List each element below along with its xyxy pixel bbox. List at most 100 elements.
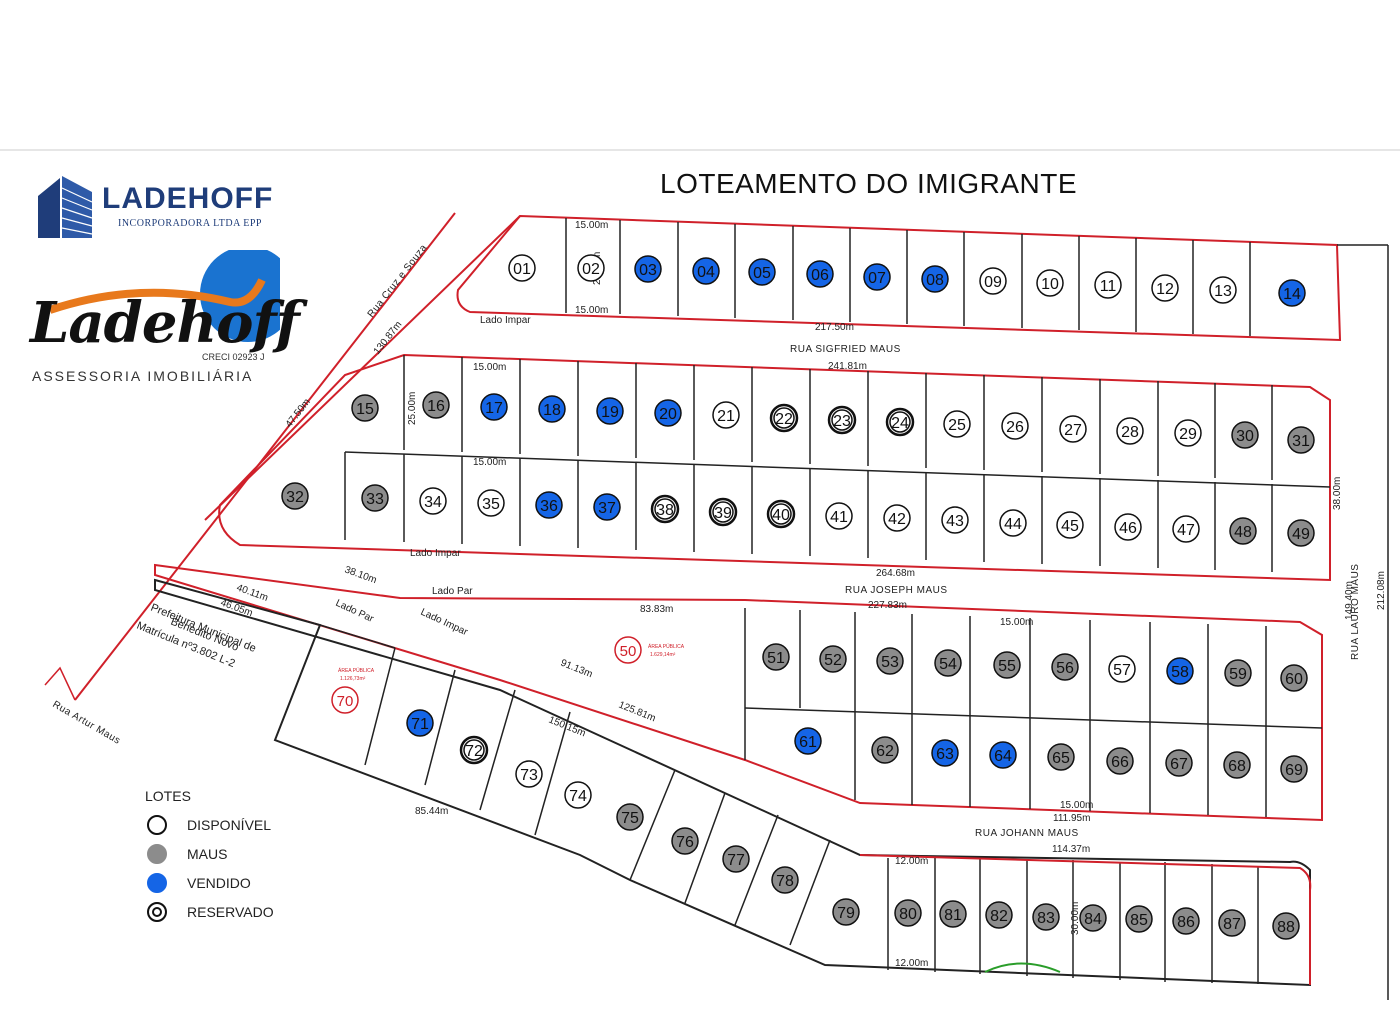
lot-49[interactable]: 49 [1287,519,1315,547]
lot-36[interactable]: 36 [535,491,563,519]
lot-73[interactable]: 73 [515,760,543,788]
lot-82[interactable]: 82 [985,901,1013,929]
svg-text:1.629,14m²: 1.629,14m² [650,652,676,658]
lot-46[interactable]: 46 [1114,513,1142,541]
lot-10[interactable]: 10 [1036,269,1064,297]
lot-76[interactable]: 76 [671,827,699,855]
lot-number: 19 [601,404,619,421]
lot-22[interactable]: 22 [769,403,799,433]
lot-55[interactable]: 55 [993,651,1021,679]
lot-number: 28 [1121,424,1139,441]
lot-35[interactable]: 35 [477,489,505,517]
lot-number: 58 [1171,664,1189,681]
lot-33[interactable]: 33 [361,484,389,512]
lot-88[interactable]: 88 [1272,912,1300,940]
lot-15[interactable]: 15 [351,394,379,422]
block-3 [154,563,1323,822]
lot-64[interactable]: 64 [989,741,1017,769]
lot-67[interactable]: 67 [1165,749,1193,777]
lot-08[interactable]: 08 [921,265,949,293]
lot-56[interactable]: 56 [1051,653,1079,681]
lot-03[interactable]: 03 [634,255,662,283]
lot-01[interactable]: 01 [508,254,536,282]
svg-text:30.00m: 30.00m [1070,902,1081,935]
lot-66[interactable]: 66 [1106,747,1134,775]
lot-24[interactable]: 24 [885,407,915,437]
lot-27[interactable]: 27 [1059,415,1087,443]
lot-48[interactable]: 48 [1229,517,1257,545]
lot-12[interactable]: 12 [1151,274,1179,302]
lot-26[interactable]: 26 [1001,412,1029,440]
lot-number: 05 [753,265,771,282]
lot-47[interactable]: 47 [1172,515,1200,543]
lot-59[interactable]: 59 [1224,659,1252,687]
lot-61[interactable]: 61 [794,727,822,755]
lot-68[interactable]: 68 [1223,751,1251,779]
lot-09[interactable]: 09 [979,267,1007,295]
lot-17[interactable]: 17 [480,393,508,421]
lot-13[interactable]: 13 [1209,276,1237,304]
lot-51[interactable]: 51 [762,643,790,671]
lot-05[interactable]: 05 [748,258,776,286]
lot-77[interactable]: 77 [722,845,750,873]
lot-07[interactable]: 07 [863,263,891,291]
lot-40[interactable]: 40 [766,499,796,529]
lot-38[interactable]: 38 [650,494,680,524]
lot-86[interactable]: 86 [1172,907,1200,935]
lot-28[interactable]: 28 [1116,417,1144,445]
lot-41[interactable]: 41 [825,502,853,530]
dim-diag3: 150.15m [547,715,587,740]
road-cruz-e-souza [74,212,521,701]
lot-06[interactable]: 06 [806,260,834,288]
lot-62[interactable]: 62 [871,736,899,764]
lot-58[interactable]: 58 [1166,657,1194,685]
lot-63[interactable]: 63 [931,739,959,767]
lot-21[interactable]: 21 [712,401,740,429]
lot-81[interactable]: 81 [939,900,967,928]
lot-78[interactable]: 78 [771,866,799,894]
lot-37[interactable]: 37 [593,493,621,521]
lot-31[interactable]: 31 [1287,426,1315,454]
lot-52[interactable]: 52 [819,645,847,673]
lot-54[interactable]: 54 [934,649,962,677]
lot-number: 74 [569,788,587,805]
lot-34[interactable]: 34 [419,487,447,515]
lot-25[interactable]: 25 [943,410,971,438]
lot-39[interactable]: 39 [708,497,738,527]
lot-69[interactable]: 69 [1280,755,1308,783]
lot-65[interactable]: 65 [1047,743,1075,771]
lot-71[interactable]: 71 [406,709,434,737]
lot-16[interactable]: 16 [422,391,450,419]
lot-23[interactable]: 23 [827,405,857,435]
lot-80[interactable]: 80 [894,899,922,927]
lot-87[interactable]: 87 [1218,909,1246,937]
lot-02[interactable]: 02 [577,254,605,282]
lot-53[interactable]: 53 [876,647,904,675]
side-label-impar: Lado Impar [480,315,531,326]
lot-84[interactable]: 84 [1079,904,1107,932]
dim-row1: 217.50m [815,322,854,333]
lot-number: 46 [1119,520,1137,537]
lot-79[interactable]: 79 [832,898,860,926]
street-cruz-e-souza: Rua Cruz e Souza [366,242,430,319]
lot-44[interactable]: 44 [999,509,1027,537]
lot-20[interactable]: 20 [654,399,682,427]
lot-04[interactable]: 04 [692,257,720,285]
lot-74[interactable]: 74 [564,781,592,809]
lot-30[interactable]: 30 [1231,421,1259,449]
lot-85[interactable]: 85 [1125,905,1153,933]
lot-75[interactable]: 75 [616,803,644,831]
lot-29[interactable]: 29 [1174,419,1202,447]
lot-72[interactable]: 72 [459,735,489,765]
lot-11[interactable]: 11 [1094,271,1122,299]
lot-60[interactable]: 60 [1280,664,1308,692]
lot-18[interactable]: 18 [538,395,566,423]
lot-45[interactable]: 45 [1056,511,1084,539]
lot-32[interactable]: 32 [281,482,309,510]
lot-42[interactable]: 42 [883,504,911,532]
lot-57[interactable]: 57 [1108,655,1136,683]
lot-43[interactable]: 43 [941,506,969,534]
lot-19[interactable]: 19 [596,397,624,425]
lot-83[interactable]: 83 [1032,903,1060,931]
lot-14[interactable]: 14 [1278,279,1306,307]
